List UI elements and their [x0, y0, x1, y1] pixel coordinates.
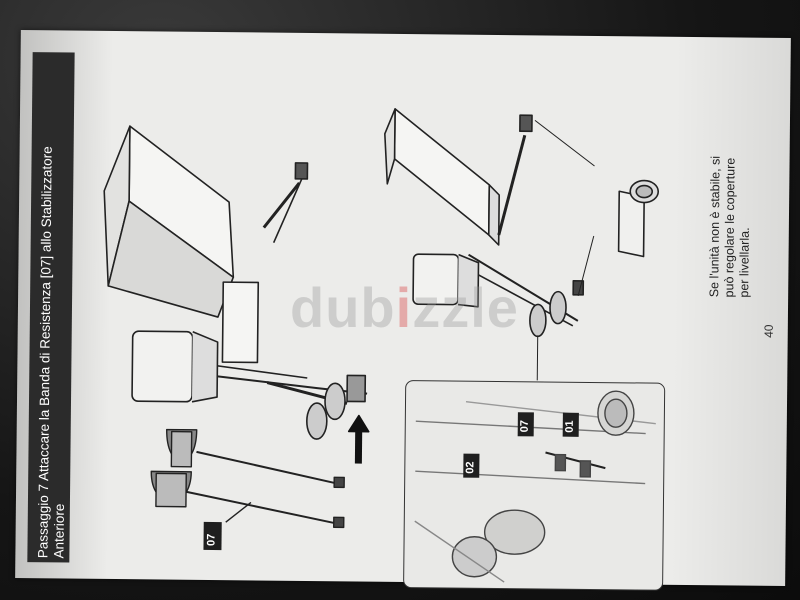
part-label-band: 07: [203, 521, 222, 551]
bench-right: [384, 108, 660, 381]
part-label-stabilizer: 02: [463, 453, 480, 478]
watermark-logo: dubizzle: [290, 276, 519, 339]
note-line-1: Se l'unità non è stabile, si: [707, 155, 723, 298]
note-line-3: per livellarla.: [737, 227, 752, 298]
note-line-2: può regolare le coperture: [722, 157, 738, 298]
resistance-bands: [150, 428, 345, 529]
part-label-cap: 01: [562, 412, 579, 437]
detail-drawing: [414, 390, 656, 583]
bench-left: [103, 125, 370, 464]
assembly-illustration: [103, 108, 660, 529]
manual-page: Passaggio 7 Attaccare la Banda di Resist…: [15, 29, 791, 591]
detail-inset: 07 01 02: [403, 380, 666, 591]
page-number: 40: [761, 324, 776, 338]
part-label-inset-band: 07: [517, 412, 534, 437]
